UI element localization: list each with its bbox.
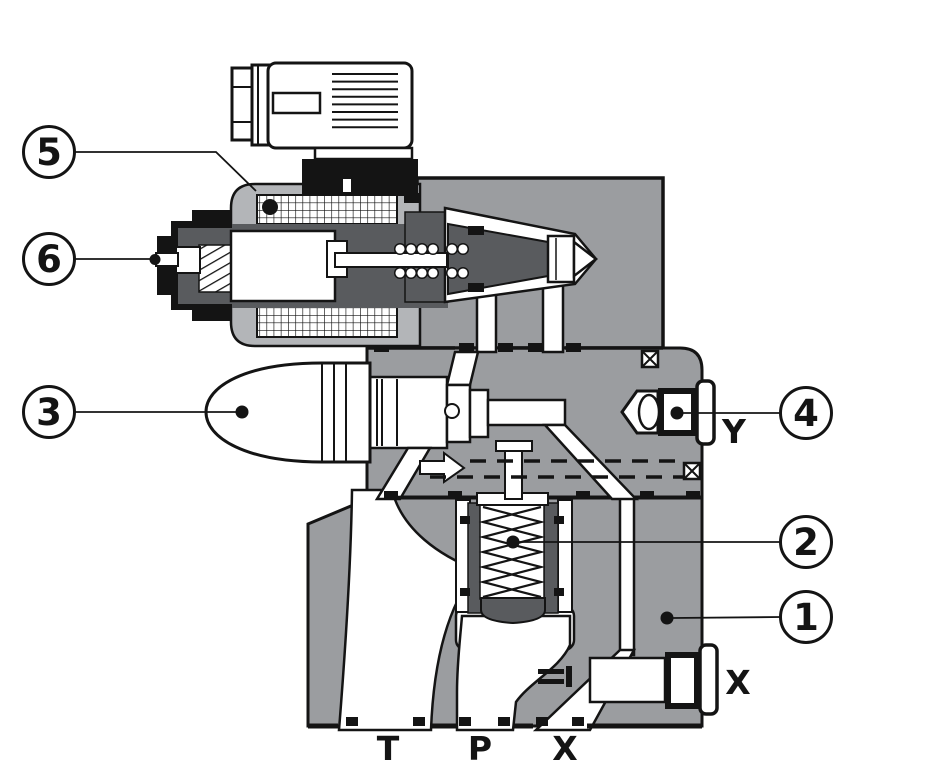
port-label-x-right: X: [725, 663, 750, 702]
callout-1-number: 1: [793, 596, 819, 639]
solenoid-coil-lower: [256, 306, 398, 338]
o-ring-seals-mid: [384, 491, 700, 498]
leader-dot: [660, 611, 674, 625]
main-poppet: [480, 597, 546, 625]
x-vertical-channel: [618, 496, 636, 657]
orifice-symbol-icon: [640, 349, 660, 369]
main-spring: [478, 505, 546, 599]
pilot-stage: [334, 206, 599, 304]
port-label-t: T: [377, 729, 400, 768]
o-ring-seals-upper: [374, 343, 581, 352]
callout-4-number: 4: [793, 392, 819, 435]
leader-dot: [670, 406, 684, 420]
right-arrow-icon: [419, 451, 466, 484]
callout-4: 4: [779, 386, 833, 440]
pilot-poppet-cone: [572, 239, 599, 279]
spring-dome-cover: [204, 361, 372, 464]
callout-3: 3: [22, 385, 76, 439]
o-ring-seals-bottom: [346, 717, 584, 726]
main-spool-cartridge: [455, 492, 573, 625]
callout-2: 2: [779, 515, 833, 569]
solenoid-coil-upper: [256, 194, 398, 225]
port-label-x-bottom: X: [552, 729, 577, 768]
armature-spring-hatch: [198, 244, 232, 293]
connector-base: [302, 159, 418, 196]
port-labels: T P X Y X: [377, 412, 751, 768]
x-port-boss: [665, 643, 719, 716]
t-port-channel: [337, 488, 480, 732]
interface-seals: [308, 343, 702, 729]
p-port-channel: [455, 614, 572, 732]
x-side-bore: [588, 656, 667, 704]
port-label-p: P: [468, 729, 492, 768]
callout-5: 5: [22, 125, 76, 179]
callout-6-number: 6: [36, 238, 62, 281]
pilot-gallery: [486, 398, 567, 427]
callout-5-number: 5: [36, 131, 62, 174]
main-spring-window: [479, 504, 545, 600]
orifice-symbol-icon: [682, 461, 702, 481]
callout-1: 1: [779, 590, 833, 644]
pilot-feed-channel: [504, 450, 523, 500]
connector-vent-lines: [332, 73, 398, 129]
override-pin-tip: [149, 254, 161, 265]
y-port-plug: [620, 379, 716, 446]
callouts: 5 6 3 4 2 1: [22, 125, 833, 644]
armature: [229, 229, 337, 303]
cable-gland: [230, 66, 254, 142]
callout-6: 6: [22, 232, 76, 286]
port-label-y: Y: [721, 412, 747, 451]
electrical-connector: [230, 61, 420, 203]
pilot-seat: [546, 234, 576, 284]
leader-dot: [506, 535, 520, 549]
main-housing-channels: [337, 488, 667, 732]
callout-3-number: 3: [36, 391, 62, 434]
pilot-spring: [393, 242, 470, 280]
callout-2-number: 2: [793, 521, 819, 564]
leader-dot: [235, 405, 249, 419]
orifice-fitting: [538, 666, 572, 687]
push-rod: [334, 252, 448, 268]
